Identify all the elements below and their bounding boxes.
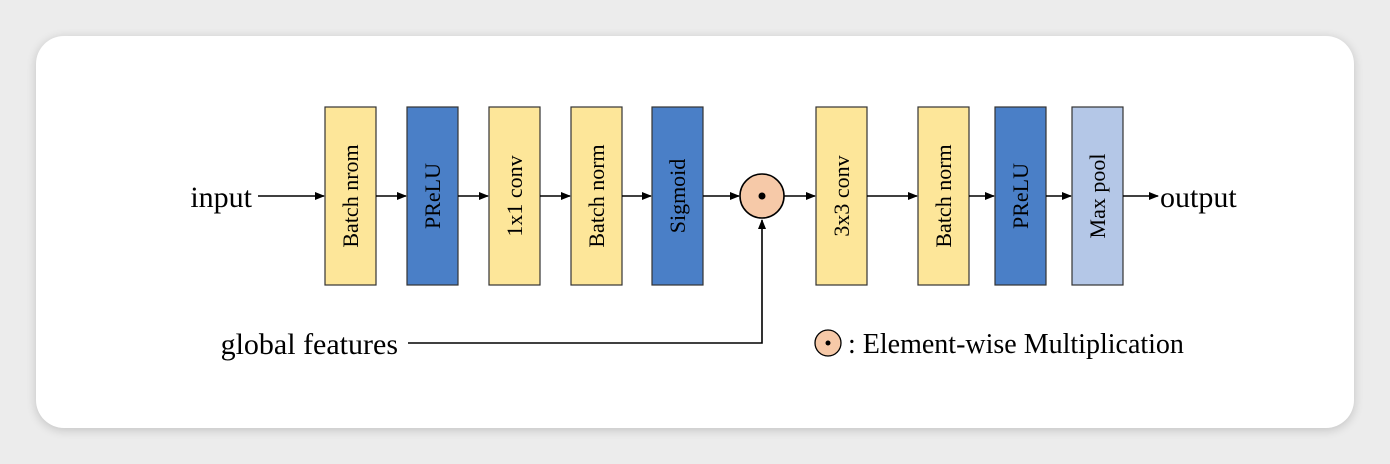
block-label: 1x1 conv	[502, 155, 527, 236]
block-label: 3x3 conv	[829, 155, 854, 236]
block-label: PReLU	[420, 163, 445, 229]
block-1x1-conv: 1x1 conv	[488, 106, 541, 286]
legend-text: : Element-wise Multiplication	[848, 329, 1184, 360]
block-label: Max pool	[1085, 154, 1110, 239]
output-label: output	[1160, 181, 1237, 214]
block-label: Batch norm	[931, 144, 956, 247]
block-batch-norm-2: Batch norm	[917, 106, 970, 286]
block-prelu-2: PReLU	[994, 106, 1047, 286]
element-wise-multiplication-icon	[739, 173, 785, 219]
block-label: Batch nrom	[338, 144, 363, 247]
block-batch-nrom: Batch nrom	[324, 106, 377, 286]
block-prelu: PReLU	[406, 106, 459, 286]
block-label: PReLU	[1008, 163, 1033, 229]
block-3x3-conv: 3x3 conv	[815, 106, 868, 286]
input-label: input	[190, 181, 252, 214]
block-max-pool: Max pool	[1071, 106, 1124, 286]
global-features-label: global features	[221, 328, 398, 361]
legend: : Element-wise Multiplication	[814, 329, 1184, 360]
block-sigmoid: Sigmoid	[651, 106, 704, 286]
block-label: Batch norm	[584, 144, 609, 247]
legend-multiplication-icon	[814, 329, 842, 357]
block-label: Sigmoid	[665, 159, 690, 234]
arrow-global-features	[408, 219, 766, 344]
block-batch-norm: Batch norm	[570, 106, 623, 286]
